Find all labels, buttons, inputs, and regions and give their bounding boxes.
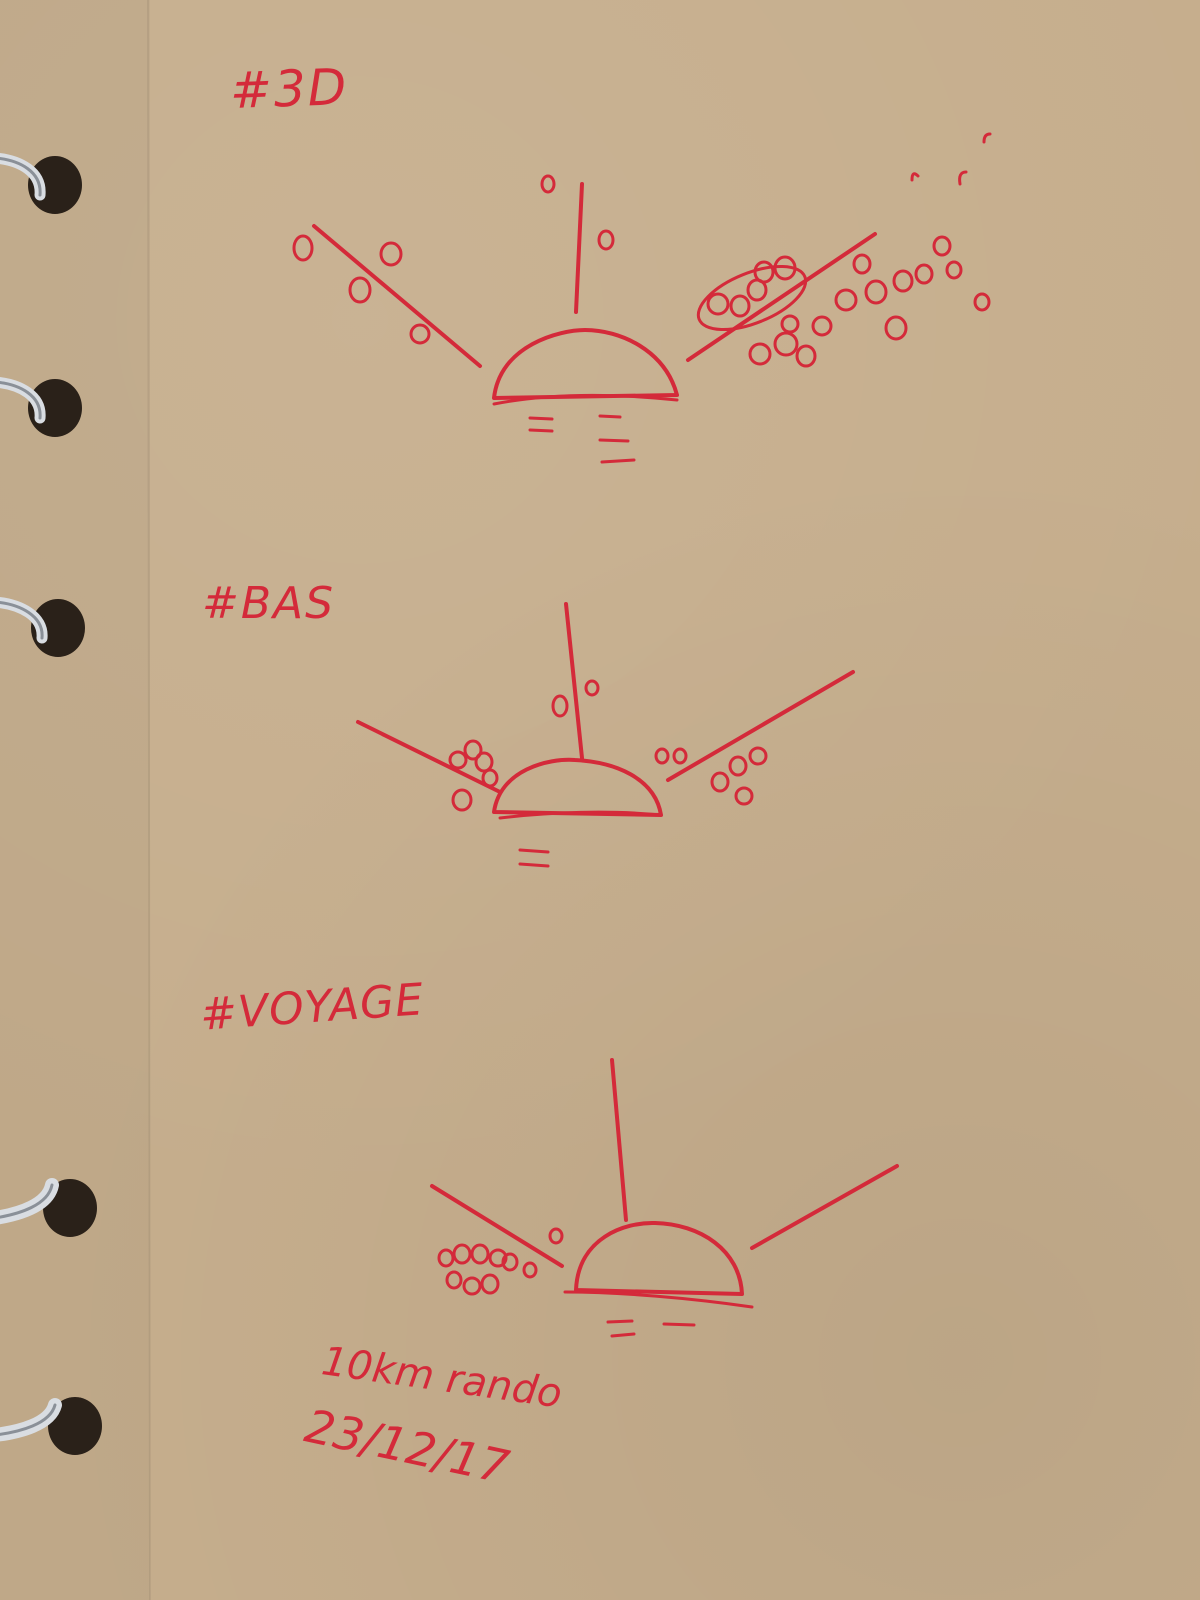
ray-line-center bbox=[574, 182, 584, 314]
motion-marks bbox=[606, 1319, 696, 1338]
motion-marks bbox=[528, 414, 636, 464]
dome-icon bbox=[492, 328, 679, 400]
binding-ring bbox=[0, 597, 85, 657]
sketch-heading-bas: #BAS bbox=[202, 578, 336, 629]
sketch-heading-3d: #3D bbox=[229, 57, 350, 121]
binding-ring bbox=[0, 1178, 97, 1237]
dome-base-line bbox=[492, 393, 679, 406]
sketch-voyage bbox=[430, 1058, 899, 1338]
binding-rings bbox=[0, 153, 102, 1455]
ray-line-right bbox=[686, 232, 877, 362]
ray-line-left bbox=[356, 720, 502, 794]
ray-line-center bbox=[564, 602, 584, 760]
page-fold-line bbox=[147, 0, 151, 1600]
sketch-bas bbox=[356, 602, 855, 868]
ray-line-left bbox=[312, 224, 482, 368]
ray-line-right bbox=[750, 1164, 899, 1250]
droplet-particles bbox=[437, 1227, 564, 1296]
droplet-particles bbox=[448, 679, 768, 812]
page-margin bbox=[0, 0, 150, 1600]
dome-base-line bbox=[563, 1290, 754, 1309]
ray-line-center bbox=[610, 1058, 628, 1222]
motion-marks bbox=[518, 848, 550, 868]
binding-ring bbox=[0, 1397, 102, 1455]
dome-icon bbox=[492, 757, 663, 817]
droplet-particles bbox=[292, 132, 992, 368]
sketch-3d bbox=[292, 132, 992, 464]
binding-ring bbox=[0, 153, 82, 214]
binding-ring bbox=[0, 377, 82, 437]
ray-line-right bbox=[666, 670, 855, 782]
ray-line-left bbox=[430, 1184, 564, 1268]
dome-base-line bbox=[498, 810, 663, 820]
dome-icon bbox=[574, 1220, 744, 1296]
